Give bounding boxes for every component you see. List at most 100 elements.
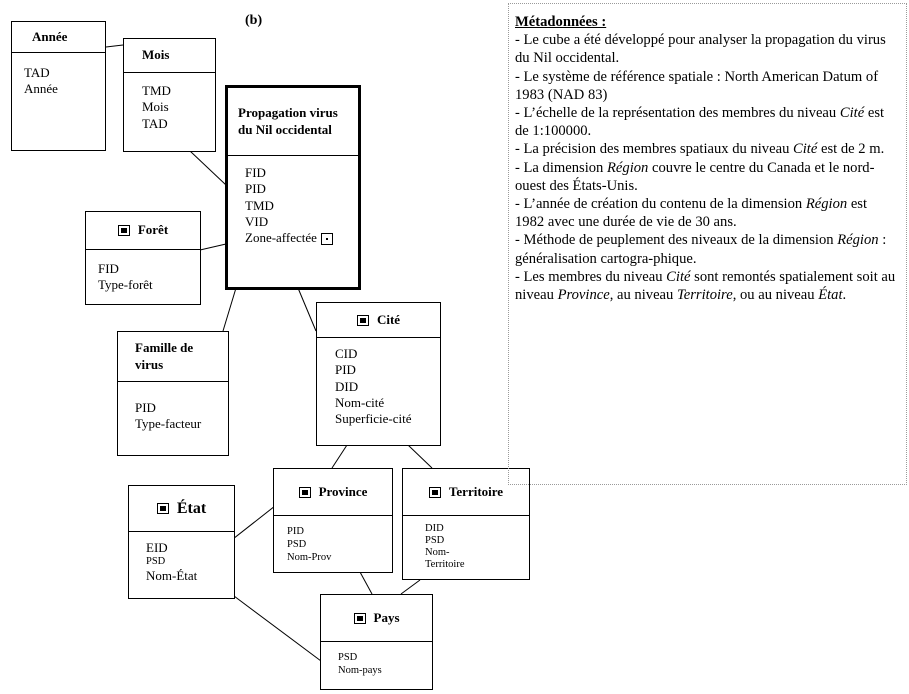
metadata-text: est de 1:100000.	[515, 105, 885, 140]
metadata-text: Cité	[839, 105, 865, 122]
attr: PSD	[425, 535, 445, 547]
box-province-header: Province	[274, 469, 392, 516]
metadata-text: - La dimension	[515, 159, 608, 176]
attr: Superficie-cité	[335, 411, 412, 426]
box-mois-title: Mois	[124, 39, 215, 73]
box-pays: Pays PSD Nom-pays	[320, 594, 433, 690]
box-province: Province PID PSD Nom-Prov	[273, 468, 393, 573]
attr: Mois	[142, 99, 169, 115]
attr: PID	[335, 362, 356, 378]
metadata-text: État	[818, 287, 843, 304]
metadata-text: est 1982 avec une durée de vie de 30 ans…	[515, 196, 868, 231]
attr: Territoire	[425, 559, 465, 571]
box-province-title: Province	[318, 483, 368, 499]
attr: PID	[287, 526, 304, 537]
attr: Type-forêt	[98, 277, 153, 293]
attr: TMD	[245, 197, 274, 213]
metadata-text: , au niveau	[609, 287, 677, 304]
metadata-item: - Méthode de peuplement des niveaux de l…	[515, 231, 896, 267]
metadata-text: - Le système de référence spatiale : Nor…	[515, 68, 879, 103]
attr: PSD	[287, 539, 307, 551]
box-annee-attributes: TAD Année	[12, 53, 105, 98]
attr: PID	[245, 181, 266, 197]
box-fact-attributes: FID PID TMD VID Zone-affectée	[228, 156, 358, 246]
metadata-text: est de 2 m.	[817, 141, 885, 158]
box-cite-attributes: CID PID DID Nom-cité Superficie-cité	[317, 338, 440, 427]
point-geometry-icon	[320, 233, 333, 246]
figure-label: (b)	[245, 13, 263, 28]
attr: TMD	[142, 83, 171, 98]
attr: TAD	[142, 115, 168, 131]
box-etat-header: État	[129, 486, 234, 532]
spatial-level-icon	[156, 503, 169, 514]
metadata-text: - Les membres du niveau	[515, 268, 667, 285]
spatial-level-icon	[117, 225, 130, 236]
metadata-panel: Métadonnées : - Le cube a été développé …	[508, 3, 907, 485]
metadata-text: .	[842, 287, 847, 304]
box-fact-propagation: Propagation virus du Nil occidental FID …	[225, 85, 361, 290]
metadata-text: : généralisation cartogra-phique.	[515, 232, 887, 267]
metadata-item: - Le système de référence spatiale : Nor…	[515, 68, 896, 104]
connector-territoire-pays	[400, 579, 421, 595]
metadata-item: - L’échelle de la représentation des mem…	[515, 104, 896, 140]
box-territoire-title: Territoire	[448, 483, 504, 499]
spatial-level-icon	[428, 486, 441, 498]
box-annee-title: Année	[12, 22, 105, 53]
connector-etat-pays	[233, 595, 322, 662]
attr: EID	[146, 540, 168, 555]
metadata-text: Cité	[666, 268, 691, 285]
box-mois: Mois TMD Mois TAD	[123, 38, 216, 152]
box-etat-attributes: EID PSD Nom-État	[129, 532, 234, 584]
metadata-item: - L’année de création du contenu de la d…	[515, 195, 896, 231]
metadata-text: - Méthode de peuplement des niveaux de l…	[515, 232, 838, 249]
attr: Type-facteur	[135, 416, 202, 432]
connector-mois-fact	[189, 150, 227, 186]
attr: Nom-cité	[335, 394, 385, 410]
metadata-text: - L’échelle de la représentation des mem…	[515, 105, 840, 122]
spatial-level-icon	[356, 314, 369, 326]
box-pays-header: Pays	[321, 595, 432, 642]
attr: Nom-État	[146, 568, 198, 584]
metadata-text: - La précision des membres spatiaux du n…	[515, 141, 794, 158]
connector-famille-fact	[222, 287, 237, 332]
metadata-text: couvre le centre du Canada et le nord-ou…	[515, 159, 875, 194]
box-cite-title: Cité	[376, 311, 401, 327]
box-mois-attributes: TMD Mois TAD	[124, 73, 215, 132]
box-foret-title: Forêt	[137, 222, 169, 238]
box-foret-header: Forêt	[86, 212, 200, 250]
metadata-text: sont remontés spatialement soit au nivea…	[515, 268, 896, 304]
attr: DID	[335, 378, 359, 394]
box-fact-title: Propagation virus du Nil occidental	[228, 88, 358, 156]
box-territoire-attributes: DID PSD Nom- Territoire	[403, 516, 529, 571]
box-territoire-header: Territoire	[403, 469, 529, 516]
box-pays-attributes: PSD Nom-pays	[321, 642, 432, 677]
metadata-item: - La précision des membres spatiaux du n…	[515, 140, 896, 158]
connector-fact-cite	[297, 287, 317, 332]
attr: VID	[245, 213, 269, 229]
attr-zone: Zone-affectée	[245, 230, 358, 246]
metadata-items: - Le cube a été développé pour analyser …	[515, 31, 896, 304]
metadata-title: Métadonnées :	[515, 14, 607, 30]
box-cite-header: Cité	[317, 303, 440, 338]
box-cite: Cité CID PID DID Nom-cité Superficie-cit…	[316, 302, 441, 446]
metadata-text: Région	[607, 159, 649, 176]
connector-foret-fact	[199, 243, 227, 251]
connector-cite-province	[331, 444, 348, 469]
box-famille-virus: Famille de virus PID Type-facteur	[117, 331, 229, 456]
box-etat-title: État	[176, 499, 207, 517]
attr: TAD	[24, 65, 50, 80]
box-foret-attributes: FID Type-forêt	[86, 250, 200, 294]
metadata-text: , ou au niveau	[732, 287, 819, 304]
attr: PSD	[338, 652, 358, 663]
metadata-text: Province	[557, 287, 610, 304]
attr: CID	[335, 346, 358, 361]
metadata-text: - L’année de création du contenu de la d…	[515, 196, 806, 213]
spatial-level-icon	[353, 612, 366, 624]
connector-province-pays	[359, 571, 373, 595]
metadata-item: - Les membres du niveau Cité sont remont…	[515, 268, 896, 304]
box-foret: Forêt FID Type-forêt	[85, 211, 201, 305]
attr: PID	[135, 400, 156, 415]
attr: FID	[245, 165, 266, 180]
metadata-item: - La dimension Région couvre le centre d…	[515, 159, 896, 195]
metadata-text: Région	[805, 196, 848, 213]
